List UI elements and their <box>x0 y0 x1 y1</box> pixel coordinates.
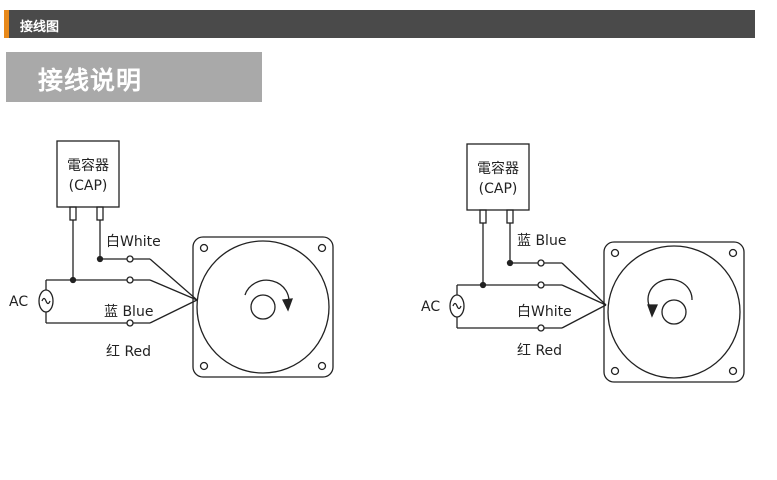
capacitor-label: 電容器 <box>67 157 109 174</box>
ac-wave-icon <box>41 297 51 305</box>
terminal <box>537 281 545 289</box>
capacitor-label: 電容器 <box>477 160 519 177</box>
capacitor-sublabel: (CAP) <box>69 178 108 194</box>
diagram-right: 電容器 (CAP) 蓝 Blue 白White 红 Red AC <box>421 143 745 383</box>
wire-label-top: 白White <box>106 234 161 250</box>
capacitor-terminal <box>479 209 487 224</box>
header-title: 接线图 <box>20 20 60 35</box>
ac-label: AC <box>9 294 28 310</box>
terminal <box>537 324 545 332</box>
mount-hole <box>199 361 209 371</box>
mount-hole <box>317 361 327 371</box>
capacitor-box <box>56 140 120 208</box>
rotation-ccw-arrow-icon <box>647 278 693 313</box>
wire-label-middle: 白White <box>517 304 572 320</box>
capacitor-terminal <box>69 206 77 221</box>
section-title-box: 接线说明 <box>6 52 262 102</box>
ac-wave-icon <box>452 302 462 310</box>
terminal <box>126 319 134 327</box>
diagram-left: 電容器 (CAP) 白White 蓝 Blue 红 Red AC <box>9 140 334 378</box>
terminal <box>126 255 134 263</box>
mount-hole <box>728 366 738 376</box>
capacitor-terminal <box>96 206 104 221</box>
motor-housing <box>603 241 745 383</box>
mount-hole <box>199 243 209 253</box>
capacitor-box <box>466 143 530 211</box>
arrow-head-icon <box>647 304 659 318</box>
capacitor-sublabel: (CAP) <box>479 181 518 197</box>
mount-hole <box>728 248 738 258</box>
motor-shaft <box>661 299 687 325</box>
mount-hole <box>610 366 620 376</box>
terminal <box>537 259 545 267</box>
mount-hole <box>317 243 327 253</box>
mount-hole <box>610 248 620 258</box>
header-accent <box>4 10 9 38</box>
terminal <box>126 276 134 284</box>
motor-face <box>607 245 741 379</box>
wire-label-top: 蓝 Blue <box>517 233 566 249</box>
wire-label-middle: 蓝 Blue <box>104 304 153 320</box>
section-title: 接线说明 <box>38 66 143 95</box>
ac-label: AC <box>421 299 440 315</box>
wire-label-bottom: 红 Red <box>517 343 562 359</box>
motor-housing <box>192 236 334 378</box>
wire-label-bottom: 红 Red <box>106 344 151 360</box>
rotation-cw-arrow-icon <box>244 279 290 307</box>
motor-face <box>196 240 330 374</box>
capacitor-terminal <box>506 209 514 224</box>
header-bar: 接线图 <box>4 10 755 38</box>
motor-shaft <box>250 294 276 320</box>
arrow-head-icon <box>282 298 293 312</box>
